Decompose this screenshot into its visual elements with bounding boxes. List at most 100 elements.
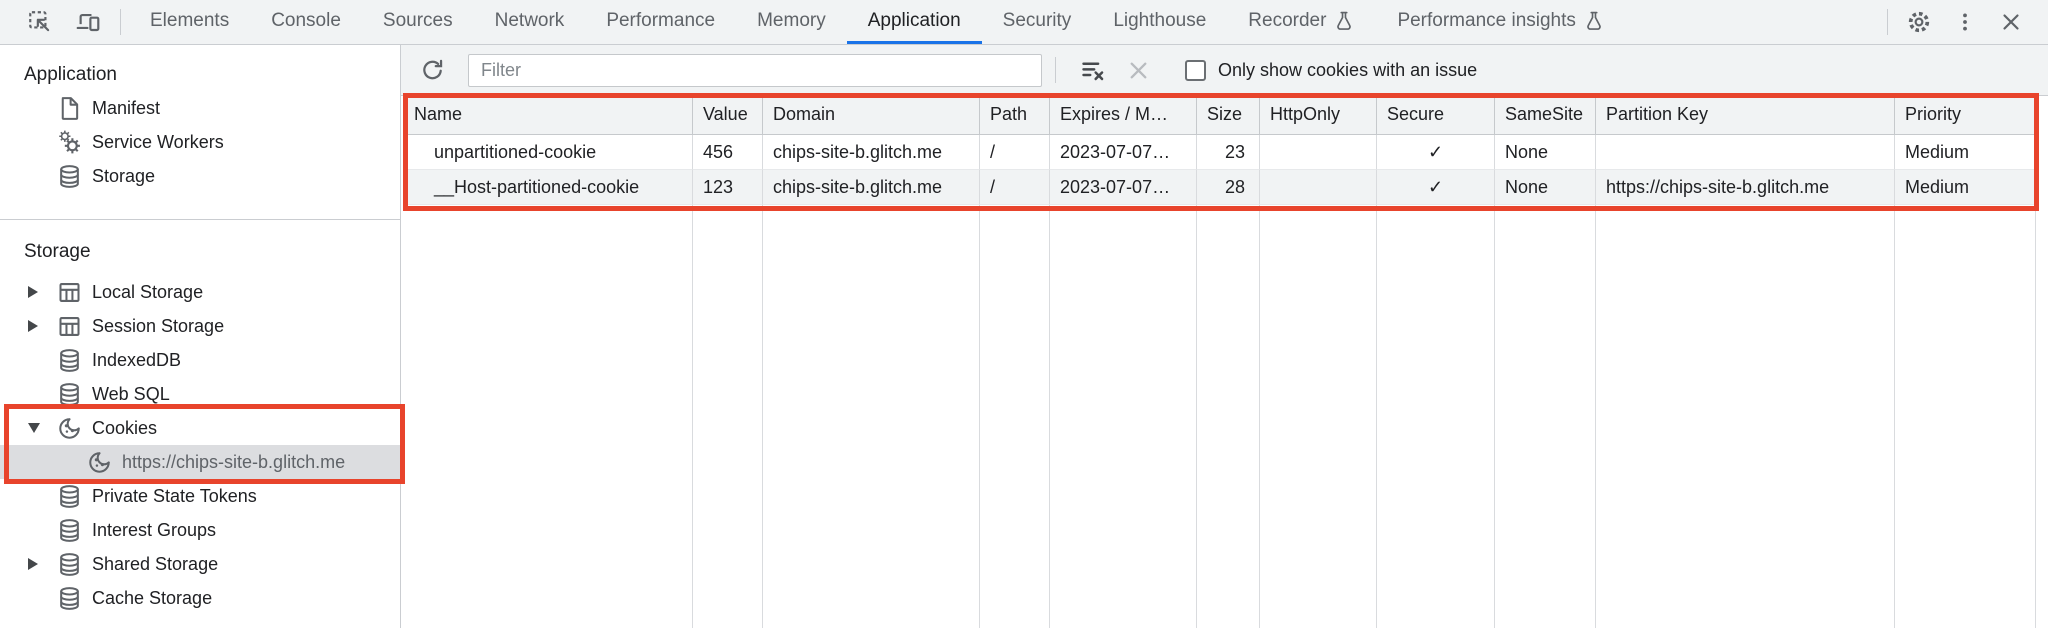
- column-header-httponly[interactable]: HttpOnly: [1260, 96, 1377, 134]
- device-toolbar-icon[interactable]: [71, 5, 105, 39]
- tab-console[interactable]: Console: [250, 0, 362, 44]
- tab-label: Sources: [382, 9, 453, 31]
- column-header-name[interactable]: Name: [404, 96, 693, 134]
- tab-performance[interactable]: Performance: [585, 0, 736, 44]
- cell-secure-checkmark[interactable]: ✓: [1377, 135, 1495, 170]
- sidebar-item-storage[interactable]: Storage: [0, 159, 400, 193]
- tab-security[interactable]: Security: [982, 0, 1093, 44]
- column-header-secure[interactable]: Secure: [1377, 96, 1495, 134]
- sidebar-item-label: Storage: [92, 165, 156, 186]
- sidebar-item-cookies[interactable]: Cookies: [0, 411, 400, 445]
- issue-checkbox[interactable]: [1185, 59, 1206, 81]
- database-icon: [56, 551, 83, 578]
- column-header-partition-key[interactable]: Partition Key: [1596, 96, 1895, 134]
- cell-value[interactable]: 123: [693, 170, 763, 205]
- column-header-samesite[interactable]: SameSite: [1495, 96, 1596, 134]
- cell-priority[interactable]: Medium: [1895, 170, 2036, 205]
- sidebar-item-cookie-origin[interactable]: https://chips-site-b.glitch.me: [0, 445, 400, 479]
- sidebar-item-label: Cookies: [92, 417, 158, 438]
- cell-priority[interactable]: Medium: [1895, 135, 2036, 170]
- refresh-icon[interactable]: [416, 54, 448, 86]
- column-header-priority[interactable]: Priority: [1895, 96, 2036, 134]
- tab-application[interactable]: Application: [846, 0, 982, 44]
- empty-cell: [1377, 205, 1495, 628]
- flask-icon: [1333, 10, 1355, 32]
- sidebar-section-title-storage: Storage: [24, 241, 91, 262]
- sidebar-divider: [0, 219, 400, 220]
- cell-secure-checkmark[interactable]: ✓: [1377, 170, 1495, 205]
- application-panel-sidebar: Application Manifest Service Workers Sto…: [0, 45, 401, 628]
- divider: [1887, 9, 1888, 35]
- cell-httponly[interactable]: [1260, 135, 1377, 170]
- column-header-domain[interactable]: Domain: [763, 96, 980, 134]
- sidebar-item-local-storage[interactable]: Local Storage: [0, 275, 400, 309]
- settings-gear-icon[interactable]: [1902, 5, 1936, 39]
- cell-size[interactable]: 23: [1197, 135, 1260, 170]
- expand-arrow-icon[interactable]: [26, 286, 56, 298]
- table-empty-area: [404, 205, 2037, 628]
- sidebar-item-label: Web SQL: [92, 383, 170, 404]
- table-row[interactable]: __Host-partitioned-cookie 123 chips-site…: [404, 170, 2037, 205]
- issue-checkbox-label[interactable]: Only show cookies with an issue: [1218, 59, 1478, 80]
- sidebar-item-label: Private State Tokens: [92, 485, 257, 506]
- sidebar-item-indexeddb[interactable]: IndexedDB: [0, 343, 400, 377]
- more-menu-icon[interactable]: [1948, 5, 1982, 39]
- cell-expires[interactable]: 2023-07-07…: [1050, 135, 1197, 170]
- cell-domain[interactable]: chips-site-b.glitch.me: [763, 135, 980, 170]
- cell-size[interactable]: 28: [1197, 170, 1260, 205]
- close-icon[interactable]: [1994, 5, 2028, 39]
- cell-partition-key[interactable]: [1596, 135, 1895, 170]
- inspect-icon[interactable]: [23, 5, 57, 39]
- cell-domain[interactable]: chips-site-b.glitch.me: [763, 170, 980, 205]
- sidebar-item-cache-storage[interactable]: Cache Storage: [0, 581, 400, 615]
- empty-cell: [1895, 205, 2036, 628]
- column-header-size[interactable]: Size: [1197, 96, 1260, 134]
- cell-partition-key[interactable]: https://chips-site-b.glitch.me: [1596, 170, 1895, 205]
- column-header-expires[interactable]: Expires / M…: [1050, 96, 1197, 134]
- tab-memory[interactable]: Memory: [736, 0, 847, 44]
- sidebar-item-label: Manifest: [92, 97, 161, 118]
- clear-search-icon[interactable]: [1122, 54, 1154, 86]
- table-header-row: Name Value Domain Path Expires / M… Size…: [404, 96, 2037, 135]
- sidebar-item-web-sql[interactable]: Web SQL: [0, 377, 400, 411]
- cell-path[interactable]: /: [980, 135, 1050, 170]
- empty-cell: [1197, 205, 1260, 628]
- sidebar-item-private-state-tokens[interactable]: Private State Tokens: [0, 479, 400, 513]
- sidebar-item-label: Service Workers: [92, 131, 224, 152]
- tab-performance-insights[interactable]: Performance insights: [1376, 0, 1625, 44]
- sidebar-item-session-storage[interactable]: Session Storage: [0, 309, 400, 343]
- tab-lighthouse[interactable]: Lighthouse: [1092, 0, 1227, 44]
- cell-value[interactable]: 456: [693, 135, 763, 170]
- cell-samesite[interactable]: None: [1495, 135, 1596, 170]
- column-header-path[interactable]: Path: [980, 96, 1050, 134]
- tab-label: Recorder: [1248, 9, 1327, 31]
- expand-arrow-icon[interactable]: [26, 320, 56, 332]
- clear-filter-icon[interactable]: [1076, 54, 1108, 86]
- tab-label: Network: [494, 9, 565, 31]
- collapse-arrow-icon[interactable]: [26, 423, 56, 433]
- cell-name[interactable]: unpartitioned-cookie: [404, 135, 693, 170]
- expand-arrow-icon[interactable]: [26, 558, 56, 570]
- cookie-icon: [56, 415, 83, 442]
- database-icon: [56, 483, 83, 510]
- tab-elements[interactable]: Elements: [129, 0, 250, 44]
- cell-name[interactable]: __Host-partitioned-cookie: [404, 170, 693, 205]
- cell-httponly[interactable]: [1260, 170, 1377, 205]
- sidebar-item-service-workers[interactable]: Service Workers: [0, 125, 400, 159]
- sidebar-item-label: https://chips-site-b.glitch.me: [122, 451, 346, 472]
- sidebar-item-shared-storage[interactable]: Shared Storage: [0, 547, 400, 581]
- sidebar-item-manifest[interactable]: Manifest: [0, 91, 400, 125]
- cell-samesite[interactable]: None: [1495, 170, 1596, 205]
- cell-expires[interactable]: 2023-07-07…: [1050, 170, 1197, 205]
- cell-path[interactable]: /: [980, 170, 1050, 205]
- table-row[interactable]: unpartitioned-cookie 456 chips-site-b.gl…: [404, 135, 2037, 170]
- tab-sources[interactable]: Sources: [362, 0, 474, 44]
- file-icon: [56, 95, 83, 122]
- column-header-value[interactable]: Value: [693, 96, 763, 134]
- sidebar-item-interest-groups[interactable]: Interest Groups: [0, 513, 400, 547]
- tab-network[interactable]: Network: [474, 0, 586, 44]
- filter-input[interactable]: [468, 53, 1042, 87]
- flask-icon: [1583, 10, 1605, 32]
- sidebar-item-label: Cache Storage: [92, 587, 213, 608]
- tab-recorder[interactable]: Recorder: [1227, 0, 1376, 44]
